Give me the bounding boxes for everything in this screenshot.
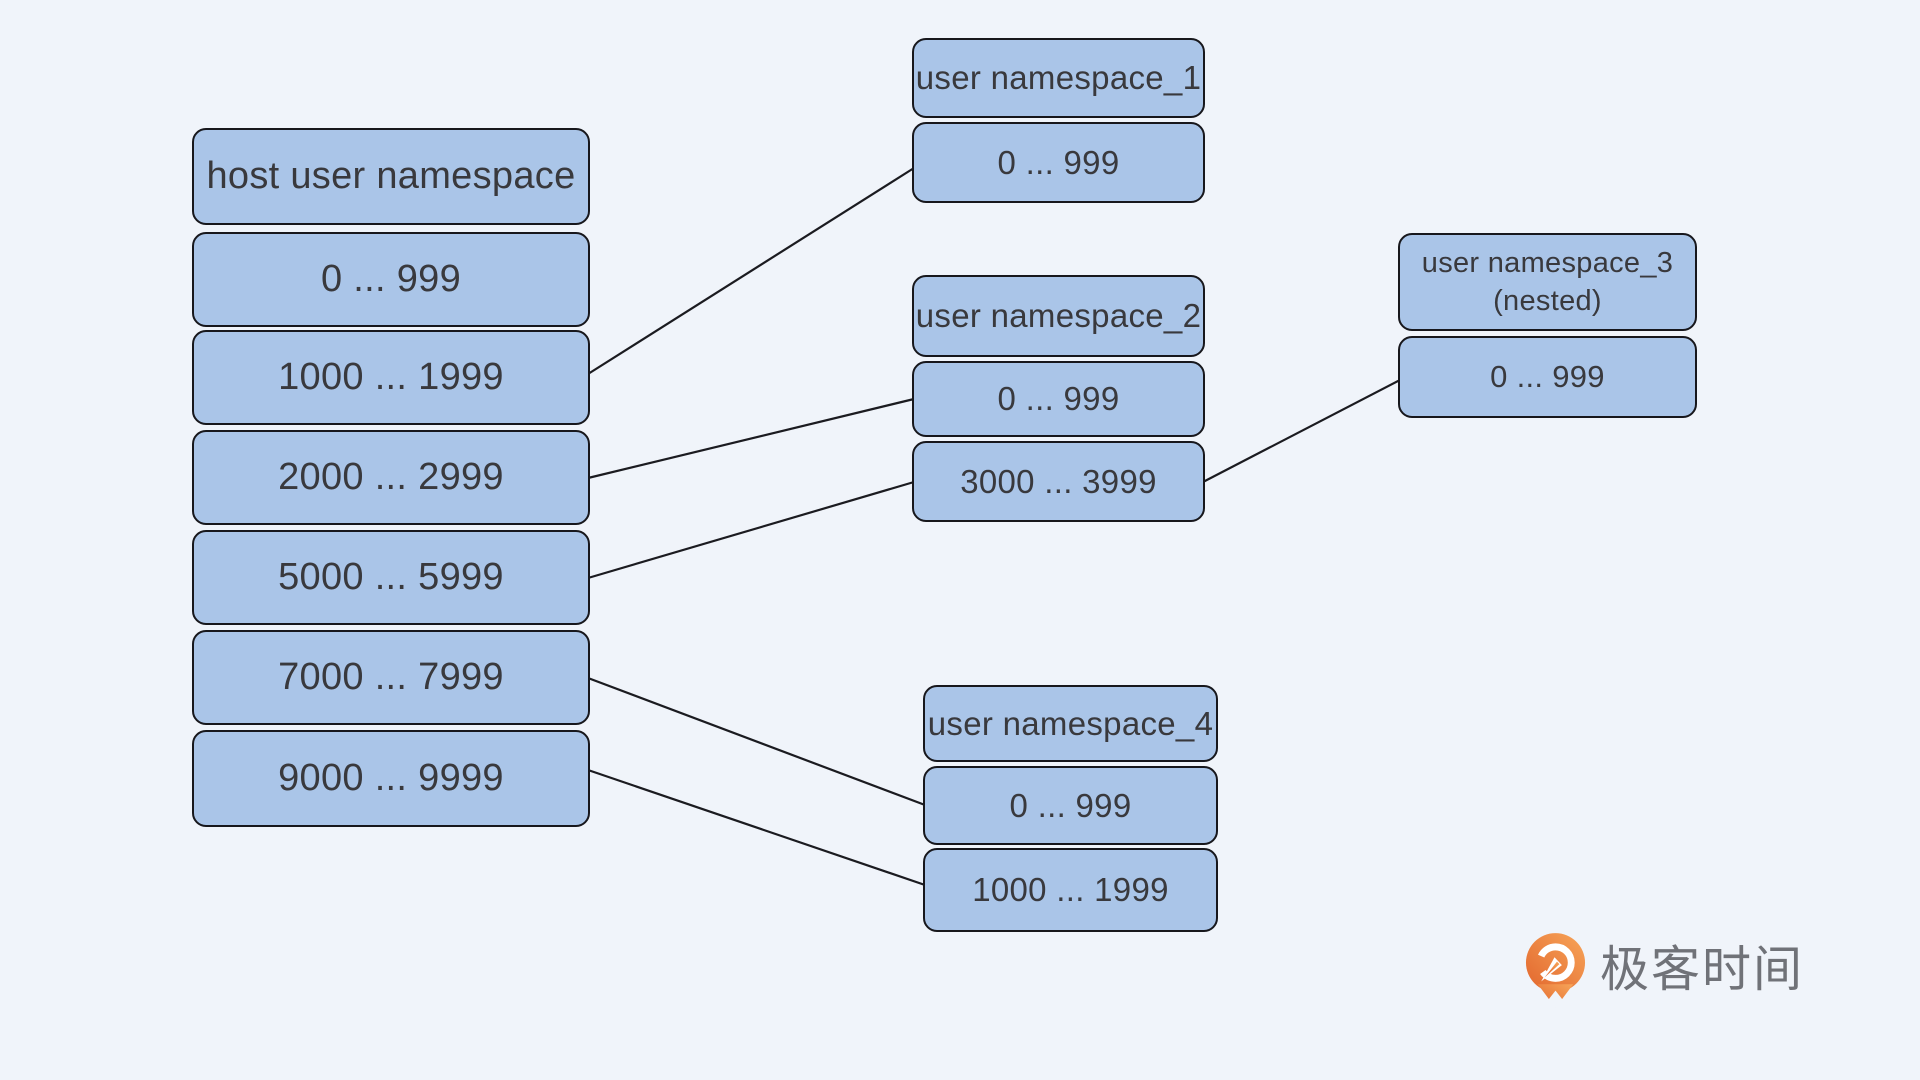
ns2-range-label: 3000 ... 3999 — [960, 462, 1157, 500]
ns4-range-box-0-999: 0 ... 999 — [923, 766, 1218, 845]
ns3-range-box-0-999: 0 ... 999 — [1398, 336, 1697, 418]
ns4-title-box: user namespace_4 — [923, 685, 1218, 762]
ns4-range-box-1000-1999: 1000 ... 1999 — [923, 848, 1218, 932]
connector-host5000-to-ns2-range2 — [587, 480, 915, 580]
ns4-range-label: 1000 ... 1999 — [972, 871, 1169, 908]
ns2-title-box: user namespace_2 — [912, 275, 1205, 357]
ns2-range-label: 0 ... 999 — [997, 380, 1120, 417]
host-range-label: 0 ... 999 — [320, 258, 462, 300]
host-range-label: 9000 ... 9999 — [278, 757, 504, 799]
host-range-label: 1000 ... 1999 — [278, 356, 504, 398]
host-range-label: 7000 ... 7999 — [278, 656, 504, 698]
host-range-box-2000-2999: 2000 ... 2999 — [192, 430, 590, 525]
ns3-subtitle: (nested) — [1493, 285, 1602, 317]
host-namespace-title-box: host user namespace — [192, 128, 590, 225]
geektime-logo-icon — [1525, 933, 1586, 1009]
ns1-title-box: user namespace_1 — [912, 38, 1205, 118]
host-range-box-5000-5999: 5000 ... 5999 — [192, 530, 590, 625]
host-range-box-9000-9999: 9000 ... 9999 — [192, 730, 590, 827]
ns2-range-box-0-999: 0 ... 999 — [912, 361, 1205, 437]
ns3-range-label: 0 ... 999 — [1490, 359, 1605, 394]
host-range-box-1000-1999: 1000 ... 1999 — [192, 330, 590, 425]
host-range-label: 5000 ... 5999 — [278, 556, 504, 598]
ns3-title: user namespace_3 — [1421, 246, 1674, 279]
ns1-range-label: 0 ... 999 — [997, 143, 1120, 181]
connector-host9000-to-ns4-range2 — [587, 768, 926, 887]
ns4-title: user namespace_4 — [927, 704, 1214, 742]
connector-host7000-to-ns4-range1 — [587, 676, 926, 807]
ns4-range-label: 0 ... 999 — [1009, 786, 1132, 824]
geektime-logo: 极客时间 — [1524, 932, 1804, 1009]
host-range-label: 2000 ... 2999 — [278, 456, 504, 498]
ns3-title-box: user namespace_3 (nested) — [1398, 233, 1697, 331]
geektime-logo-text: 极客时间 — [1600, 943, 1805, 997]
ns1-range-box-0-999: 0 ... 999 — [912, 122, 1205, 203]
connector-ns2-to-ns3 — [1202, 379, 1401, 483]
ns2-title: user namespace_2 — [915, 297, 1202, 334]
host-range-box-7000-7999: 7000 ... 7999 — [192, 630, 590, 725]
connector-host2000-to-ns2-range1 — [587, 397, 915, 480]
ns2-range-box-3000-3999: 3000 ... 3999 — [912, 441, 1205, 522]
host-range-box-0-999: 0 ... 999 — [192, 232, 590, 327]
ns1-title: user namespace_1 — [915, 59, 1202, 96]
connector-host1000-to-ns1 — [587, 167, 915, 375]
host-namespace-title: host user namespace — [206, 155, 576, 197]
